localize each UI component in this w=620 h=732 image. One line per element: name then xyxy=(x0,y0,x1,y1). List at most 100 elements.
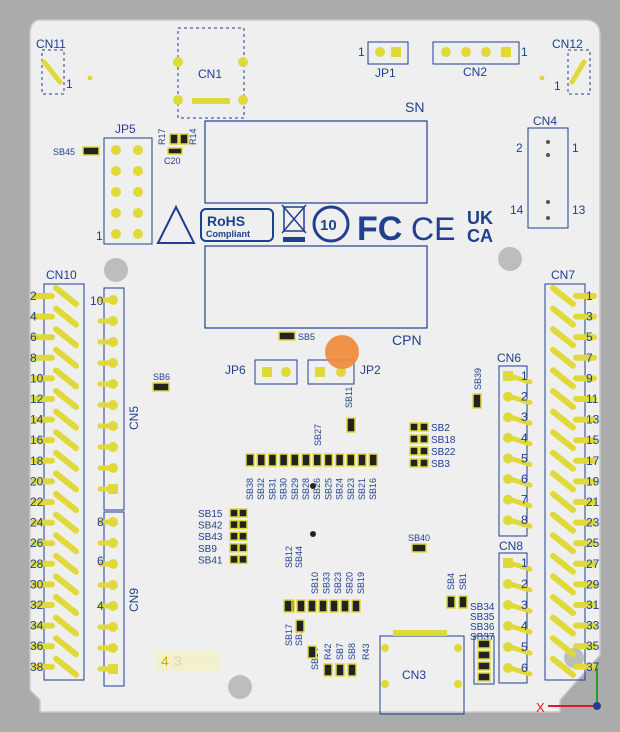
cn7-pin-number: 23 xyxy=(586,516,600,530)
sb-mid-pad xyxy=(329,599,339,613)
sb12-label: SB12 xyxy=(284,546,294,568)
cn7-pin xyxy=(550,285,576,307)
jp5-pins xyxy=(111,145,143,239)
sb-bottom-right-pad xyxy=(477,661,491,671)
cn6-outline xyxy=(498,365,528,537)
cn7-pin xyxy=(550,346,576,369)
sb-mid-label: SB10 xyxy=(310,572,320,594)
cn7-pin-number: 5 xyxy=(586,330,593,344)
cn10-pin xyxy=(53,573,79,596)
cn7-pin-number: 7 xyxy=(586,351,593,365)
cn11-outline xyxy=(41,49,65,95)
cn10-label: CN10 xyxy=(46,268,77,282)
cn7-pin xyxy=(550,594,576,616)
cn12-pin1-label: 1 xyxy=(554,79,561,93)
cn8-pin-number: 2 xyxy=(521,577,528,591)
sb17-label: SB17 xyxy=(284,624,294,646)
cn6-pin-stub xyxy=(507,497,533,509)
sb-lower-label: SB24 xyxy=(335,478,345,500)
certification-marks: RoHS Compliant 10 FC CE UK CA xyxy=(156,204,493,248)
sb-right-label: SB18 xyxy=(431,435,456,446)
sb-right-pad xyxy=(409,422,419,432)
sb-mid-label: SB20 xyxy=(345,572,355,594)
cn7-pin-number: 11 xyxy=(586,392,599,406)
sb-mid-label: SB19 xyxy=(356,572,366,594)
sb39-pad xyxy=(472,393,482,409)
cursor-marker xyxy=(325,335,359,369)
cn10-pin xyxy=(53,655,79,678)
jp5-pin xyxy=(133,208,143,218)
cn6-pin-stub xyxy=(507,435,533,447)
board-outline xyxy=(29,19,601,713)
cn7-pin-number: 27 xyxy=(586,557,600,571)
cn8-pin-stub xyxy=(507,623,533,635)
sb-left-pad xyxy=(229,519,239,530)
sb8-label: SB8 xyxy=(347,643,357,660)
cn12-outline xyxy=(567,49,591,95)
sb-mid-pad xyxy=(296,599,306,613)
jp5-pin xyxy=(133,229,143,239)
sb-left-pad xyxy=(238,543,248,553)
via xyxy=(310,531,316,537)
rohs-compliant-text: Compliant xyxy=(206,229,250,239)
c20-pad xyxy=(167,147,183,155)
cn10-pin xyxy=(53,326,79,349)
sb-bottom-right-pad xyxy=(477,650,491,660)
sb13-label: SB13 xyxy=(294,624,304,646)
cn6-pin-number: 2 xyxy=(521,390,528,404)
sb-lower-label: SB16 xyxy=(368,478,378,500)
jp5-pin xyxy=(133,145,143,155)
cn10-pin xyxy=(53,388,79,410)
cn1-hole xyxy=(173,95,183,105)
sb-lower-label: SB26 xyxy=(312,478,322,500)
cn4-pin xyxy=(546,140,550,144)
sb-right-pad xyxy=(419,434,429,444)
cn4-outline xyxy=(527,127,569,229)
sb-right-pad xyxy=(409,446,419,456)
cn2-pin xyxy=(461,47,471,57)
cn7-pin xyxy=(550,449,576,472)
cn10-pin xyxy=(53,429,79,452)
cn7-pin xyxy=(550,573,576,596)
cn8-pin-number: 1 xyxy=(521,556,528,570)
cn7-pin xyxy=(550,408,576,431)
sb-lower-label: SB30 xyxy=(279,478,289,500)
cn10-pin xyxy=(53,511,79,534)
sn-box xyxy=(204,120,428,204)
sb-left-label: SB41 xyxy=(198,555,223,566)
rohs-badge xyxy=(200,208,274,242)
cn3-label: CN3 xyxy=(402,668,426,682)
cn8-label: CN8 xyxy=(499,539,523,553)
cn7-pin-number: 29 xyxy=(586,577,600,591)
cn7-pin-number: 17 xyxy=(586,454,600,468)
via xyxy=(539,75,545,81)
cn8-pin-number: 3 xyxy=(521,598,528,612)
jp6-label: JP6 xyxy=(225,363,246,377)
sb6-pad xyxy=(152,382,170,392)
cn7-pin-number: 35 xyxy=(586,639,600,653)
sb-bottom-right-label: SB35 xyxy=(470,612,495,623)
sb-left-pad xyxy=(238,531,248,541)
cn10-pin-number: 38 xyxy=(30,660,44,674)
sb-left-pad xyxy=(238,508,248,518)
sb45-label: SB45 xyxy=(53,147,75,157)
sb-pad xyxy=(307,645,317,659)
cn7-pin xyxy=(550,532,576,555)
via xyxy=(310,483,316,489)
sb-bottom-right-pad xyxy=(477,639,491,649)
cn1-pins xyxy=(192,98,230,104)
jp1-pin xyxy=(391,47,401,57)
cn7-pin xyxy=(550,614,576,637)
cn7-pin-number: 15 xyxy=(586,433,600,447)
cn10-pin xyxy=(53,305,79,328)
sb-right-pad xyxy=(409,434,419,444)
jp1-pin1-label: 1 xyxy=(358,45,365,59)
cn6-pin-stub xyxy=(507,517,533,529)
